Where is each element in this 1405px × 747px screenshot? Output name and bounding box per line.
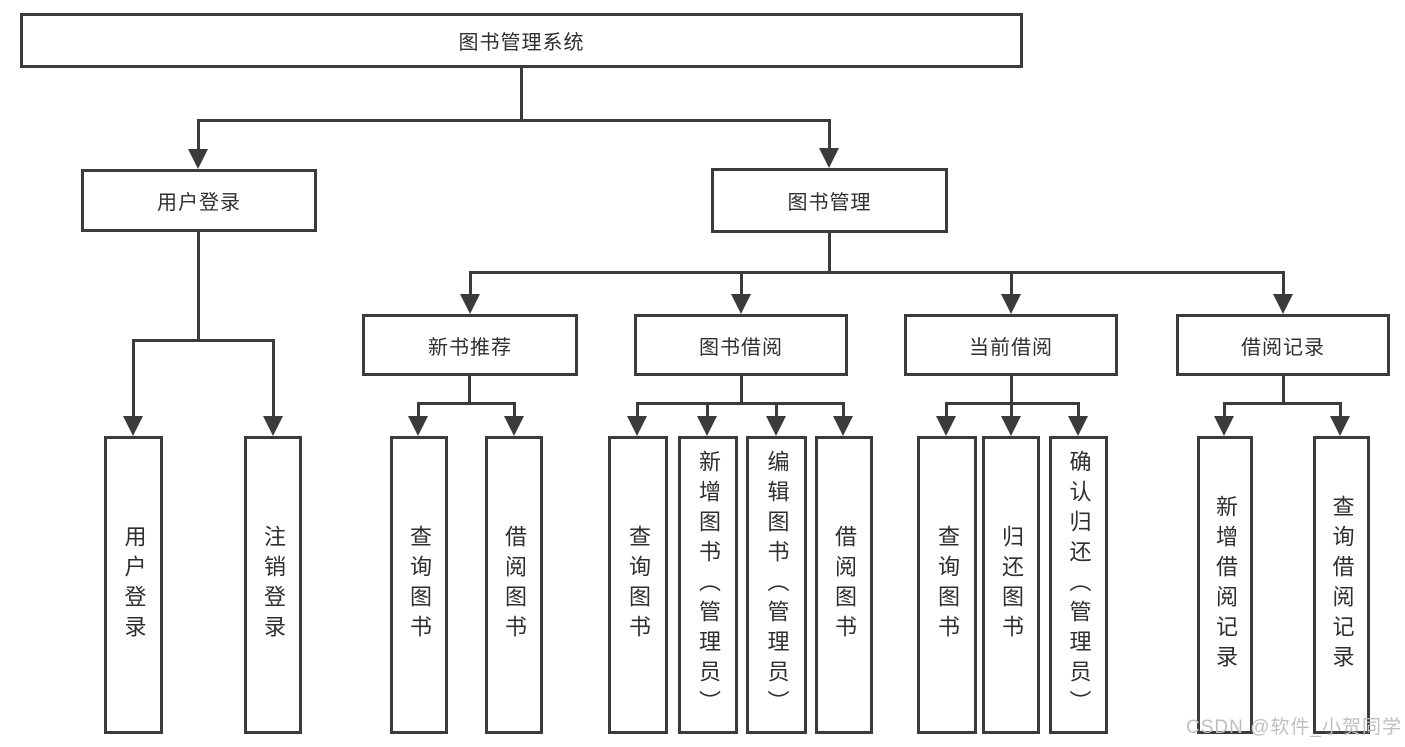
arrow-down-icon [627,416,647,436]
connector-book-borrow-bus [636,402,845,405]
node-leaf-user-login: 用户登录 [104,436,163,734]
node-book-mgmt: 图书管理 [711,168,948,233]
node-book-borrow-label: 图书借阅 [699,336,783,359]
node-book-mgmt-label: 图书管理 [787,192,872,214]
node-leaf-confirm-return: 确认归还（管理员） [1049,436,1108,734]
node-leaf-query-record-label: 查询借阅记录 [1329,495,1355,675]
connector-to-leaf-add-book [706,402,709,416]
connector-book-mgmt-stem [828,233,831,274]
node-leaf-query-book-3: 查询图书 [917,436,977,734]
node-leaf-query-record: 查询借阅记录 [1313,436,1370,734]
node-leaf-edit-book-label: 编辑图书（管理员） [764,450,790,720]
node-borrow-record-label: 借阅记录 [1241,336,1325,359]
node-leaf-logout-label: 注销登录 [261,525,286,645]
node-leaf-borrow-book-2-label: 借阅图书 [832,525,857,645]
node-leaf-add-record-label: 新增借阅记录 [1213,495,1238,675]
connector-to-leaf-query-book-2 [636,402,639,416]
arrow-down-icon [1068,416,1088,436]
connector-to-leaf-borrow-book-1 [513,402,516,416]
connector-to-current-borrow [1010,271,1013,294]
connector-to-leaf-add-record [1223,402,1226,416]
arrow-down-icon [697,416,717,436]
node-current-borrow: 当前借阅 [904,314,1118,376]
node-leaf-query-book-1-label: 查询图书 [407,525,432,645]
node-new-book-rec: 新书推荐 [362,314,578,376]
connector-book-borrow-stem [740,376,743,405]
connector-to-leaf-confirm-return [1077,402,1080,416]
connector-current-borrow-stem [1010,376,1013,405]
node-borrow-record: 借阅记录 [1176,314,1390,376]
node-leaf-edit-book: 编辑图书（管理员） [746,436,807,734]
node-leaf-add-book: 新增图书（管理员） [678,436,738,734]
connector-new-book-rec-stem [468,376,471,405]
connector-to-leaf-query-book-3 [945,402,948,416]
arrow-down-icon [731,294,751,314]
node-root-label: 图书管理系统 [458,32,585,54]
connector-to-leaf-logout [272,339,275,416]
arrow-down-icon [819,148,839,168]
connector-root-stem [520,66,523,121]
node-leaf-add-book-label: 新增图书（管理员） [696,450,721,720]
node-current-borrow-label: 当前借阅 [969,336,1053,359]
connector-to-leaf-edit-book [775,402,778,416]
connector-to-leaf-query-book-1 [417,402,420,416]
node-leaf-return-book: 归还图书 [982,436,1040,734]
arrow-down-icon [188,149,208,169]
arrow-down-icon [1214,416,1234,436]
connector-to-borrow-record [1282,271,1285,294]
arrow-down-icon [408,416,428,436]
connector-user-login-bus [132,339,275,342]
connector-borrow-record-stem [1282,376,1285,405]
node-leaf-borrow-book-1-label: 借阅图书 [502,525,527,645]
node-leaf-user-login-label: 用户登录 [121,525,147,645]
connector-to-leaf-user-login [132,339,135,416]
node-user-login: 用户登录 [81,169,317,232]
connector-to-leaf-borrow-book-2 [842,402,845,416]
connector-to-leaf-query-record [1339,402,1342,416]
node-user-login-label: 用户登录 [157,192,241,214]
arrow-down-icon [1273,294,1293,314]
connector-root-to-book-mgmt [828,119,831,148]
arrow-down-icon [263,416,283,436]
connector-to-new-book-rec [469,271,472,294]
arrow-down-icon [504,416,524,436]
arrow-down-icon [123,416,143,436]
node-leaf-logout: 注销登录 [244,436,302,734]
watermark: CSDN @软件_小贺同学 [1186,717,1402,738]
node-leaf-add-record: 新增借阅记录 [1197,436,1253,734]
node-leaf-query-book-2: 查询图书 [608,436,668,734]
node-leaf-borrow-book-2: 借阅图书 [815,436,873,734]
arrow-down-icon [833,416,853,436]
connector-book-mgmt-bus [469,271,1285,274]
arrow-down-icon [460,294,480,314]
arrow-down-icon [1330,416,1350,436]
node-book-borrow: 图书借阅 [634,314,848,376]
arrow-down-icon [766,416,786,436]
arrow-down-icon [1001,294,1021,314]
arrow-down-icon [1001,416,1021,436]
connector-to-book-borrow [740,271,743,294]
connector-to-leaf-return-book [1010,402,1013,416]
node-leaf-confirm-return-label: 确认归还（管理员） [1066,450,1092,720]
node-leaf-query-book-3-label: 查询图书 [935,525,960,645]
connector-root-bus [197,119,831,122]
node-new-book-rec-label: 新书推荐 [428,336,512,359]
connector-new-book-rec-bus [417,402,516,405]
node-leaf-return-book-label: 归还图书 [999,525,1024,645]
node-leaf-borrow-book-1: 借阅图书 [485,436,543,734]
node-leaf-query-book-2-label: 查询图书 [626,525,651,645]
connector-root-to-user-login [197,119,200,150]
connector-borrow-record-bus [1223,402,1342,405]
node-leaf-query-book-1: 查询图书 [390,436,448,734]
node-root: 图书管理系统 [20,13,1023,68]
connector-user-login-stem [197,232,200,342]
arrow-down-icon [936,416,956,436]
